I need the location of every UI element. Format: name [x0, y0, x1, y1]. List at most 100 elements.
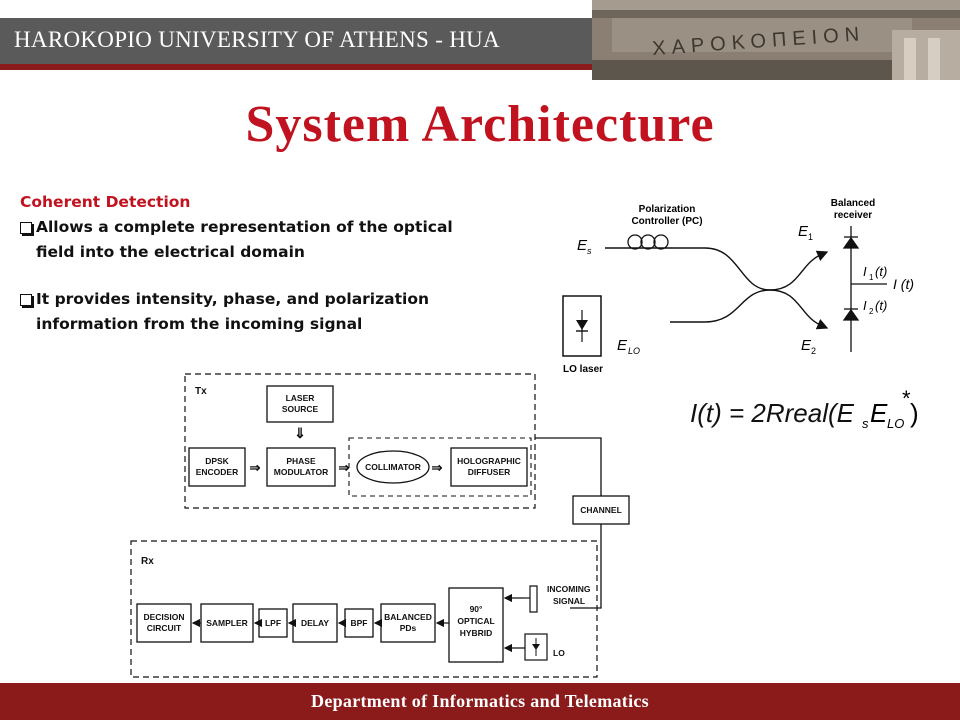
svg-text:LASER: LASER: [286, 393, 315, 403]
university-name: HAROKOPIO UNIVERSITY OF ATHENS - HUA: [14, 27, 500, 52]
page-title: System Architecture: [245, 96, 715, 153]
current-i1-label: I 1 (t): [863, 264, 887, 282]
tx-block-border: [184, 373, 536, 509]
balanced-pds-block: BALANCED PDs: [380, 603, 436, 643]
lo-laser-label: LO laser: [563, 364, 603, 375]
equation-sub-s: s: [862, 416, 869, 431]
tx-label: Tx: [195, 386, 207, 397]
delay-block: DELAY: [292, 603, 338, 643]
connector-line: [570, 524, 602, 609]
equation-lhs: I(t) = 2Rreal(E: [690, 398, 855, 428]
svg-text:LO: LO: [628, 346, 640, 356]
svg-text:I: I: [863, 298, 867, 313]
current-i2-label: I 2 (t): [863, 298, 887, 316]
svg-text:(t): (t): [875, 298, 887, 313]
right-double-arrow-icon: ⇒: [339, 460, 350, 475]
signal-elo-label: E LO: [617, 337, 640, 356]
system-block-diagram: Tx LASER SOURCE ⇓ DPSK ENCODER ⇒ PHASE M…: [130, 373, 630, 678]
equation-close: ): [910, 398, 919, 428]
coupler-waveguides: [605, 247, 829, 330]
svg-text:E: E: [801, 337, 812, 354]
svg-text:HOLOGRAPHIC: HOLOGRAPHIC: [457, 456, 521, 466]
svg-text:1: 1: [869, 273, 874, 282]
svg-text:2: 2: [811, 346, 816, 356]
lo-source-icon: [524, 633, 548, 661]
signal-e2-label: E 2: [801, 337, 816, 356]
svg-text:E: E: [577, 237, 588, 254]
svg-text:E: E: [798, 223, 809, 240]
pc-label-line2: Controller (PC): [631, 216, 702, 227]
department-name: Department of Informatics and Telematics: [311, 691, 649, 711]
equation-star: *: [902, 388, 911, 411]
laser-source-block: LASER SOURCE: [266, 385, 334, 423]
footer-bar: [0, 683, 960, 720]
connector-line: [535, 437, 602, 496]
svg-text:E: E: [617, 337, 628, 354]
svg-text:SAMPLER: SAMPLER: [206, 618, 248, 628]
holographic-diffuser-block: HOLOGRAPHIC DIFFUSER: [450, 447, 528, 487]
svg-text:DPSK: DPSK: [205, 456, 229, 466]
polarization-controller-icon: [627, 234, 669, 250]
svg-text:BPF: BPF: [351, 618, 368, 628]
svg-text:LPF: LPF: [265, 618, 281, 628]
optical-hybrid-block: 90° OPTICAL HYBRID: [448, 587, 504, 663]
svg-text:PDs: PDs: [400, 623, 417, 633]
svg-text:I: I: [863, 264, 867, 279]
bullet-text: Allows a complete representation of the …: [36, 218, 453, 261]
down-double-arrow-icon: ⇓: [294, 425, 306, 441]
header-bar: [0, 18, 640, 64]
svg-text:DIFFUSER: DIFFUSER: [468, 467, 511, 477]
content-text: Coherent Detection Allows a complete rep…: [20, 190, 470, 337]
balanced-photodiodes-icon: [842, 226, 887, 352]
output-current-label: I (t): [893, 276, 914, 292]
dpsk-encoder-block: DPSK ENCODER: [188, 447, 246, 487]
svg-text:s: s: [587, 246, 592, 256]
svg-text:OPTICAL: OPTICAL: [457, 616, 494, 626]
subtitle: Coherent Detection: [20, 193, 191, 211]
right-double-arrow-icon: ⇒: [432, 460, 443, 475]
svg-text:CIRCUIT: CIRCUIT: [147, 623, 182, 633]
svg-text:COLLIMATOR: COLLIMATOR: [365, 462, 421, 472]
channel-block: CHANNEL: [572, 495, 630, 525]
svg-text:BALANCED: BALANCED: [384, 612, 432, 622]
sampler-block: SAMPLER: [200, 603, 254, 643]
incoming-signal-label-line1: INCOMING: [547, 584, 591, 594]
equation: I(t) = 2Rreal(E s E LO ) *: [690, 388, 919, 431]
checkbox-bullet-icon: [20, 294, 32, 306]
signal-e1-label: E 1: [798, 223, 813, 242]
header-rule: [0, 64, 640, 70]
bullet-item: It provides intensity, phase, and polari…: [20, 287, 470, 337]
building-facade-image: ΧΑΡΟΚΟΠΕΙΟΝ: [592, 0, 960, 80]
bullet-item: Allows a complete representation of the …: [20, 215, 470, 265]
optics-dashed-box: [348, 437, 532, 497]
svg-text:MODULATOR: MODULATOR: [274, 467, 328, 477]
svg-text:2: 2: [869, 307, 874, 316]
svg-text:DELAY: DELAY: [301, 618, 329, 628]
lpf-block: LPF: [258, 608, 288, 638]
svg-text:90°: 90°: [470, 604, 483, 614]
svg-text:SOURCE: SOURCE: [282, 404, 319, 414]
collimator-block: COLLIMATOR: [356, 450, 430, 484]
svg-text:ENCODER: ENCODER: [196, 467, 239, 477]
bpf-block: BPF: [344, 608, 374, 638]
incoming-signal-label-line2: SIGNAL: [553, 596, 585, 606]
bullet-text: It provides intensity, phase, and polari…: [36, 290, 430, 333]
signal-es-label: E s: [577, 237, 592, 256]
rx-label: Rx: [141, 556, 154, 567]
rx-signal-flow-arrows: [191, 593, 525, 653]
phase-modulator-block: PHASE MODULATOR: [266, 447, 336, 487]
svg-text:DECISION: DECISION: [143, 612, 184, 622]
lo-label: LO: [553, 648, 565, 658]
coherent-receiver-diagram: Polarization Controller (PC) Balanced re…: [562, 198, 914, 375]
svg-text:CHANNEL: CHANNEL: [580, 505, 622, 515]
equation-sub-lo: LO: [887, 416, 904, 431]
decision-circuit-block: DECISION CIRCUIT: [136, 603, 192, 643]
pc-label-line1: Polarization: [639, 204, 696, 215]
checkbox-bullet-icon: [20, 222, 32, 234]
svg-text:1: 1: [808, 232, 813, 242]
lo-laser-icon: [562, 295, 602, 357]
svg-text:HYBRID: HYBRID: [460, 628, 493, 638]
rx-block-border: [130, 540, 598, 678]
balanced-receiver-label-line1: Balanced: [831, 198, 875, 209]
balanced-receiver-label-line2: receiver: [834, 210, 872, 221]
